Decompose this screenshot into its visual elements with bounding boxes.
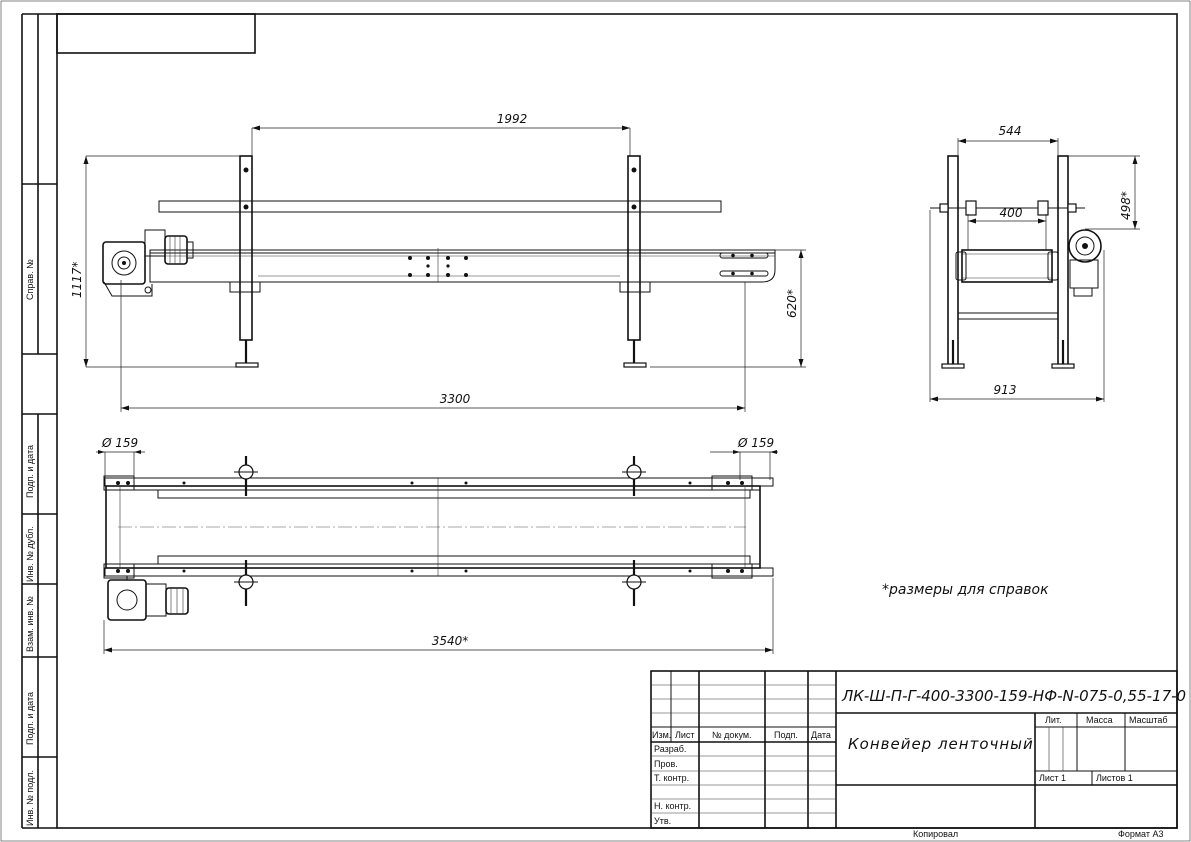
top-view: Ø 159 Ø 159 3540* [96, 436, 778, 654]
title-document-code: ЛК-Ш-П-Г-400-3300-159-НФ-N-075-0,55-17-0 [841, 687, 1186, 705]
tb-header-izm: Изм. [652, 730, 671, 740]
front-view: 1992 1117* 620* 3300 [70, 112, 806, 412]
title-block [650, 670, 1178, 829]
front-leg-left [239, 155, 253, 341]
dim-phi-left: Ø 159 [101, 436, 138, 450]
reference-note: *размеры для справок [882, 582, 1049, 598]
tb-row-utv: Утв. [654, 816, 671, 826]
dim-913: 913 [994, 383, 1017, 397]
dim-3300: 3300 [440, 392, 471, 406]
tb-massa: Масса [1086, 715, 1113, 725]
drawing-frame [56, 13, 1178, 829]
top-rail-upper [104, 477, 774, 487]
tb-header-list: Лист [675, 730, 695, 740]
tb-masshtab: Масштаб [1129, 715, 1168, 725]
top-left-box [56, 13, 256, 54]
dim-498: 498* [1119, 191, 1133, 220]
dim-400: 400 [1000, 206, 1023, 220]
top-rail-lower [104, 567, 774, 577]
side-label-inv-podl: Инв. № подл. [25, 770, 35, 826]
side-label-sprav: Справ. № [25, 259, 35, 300]
front-conveyor-frame [149, 249, 776, 283]
front-leg-right [627, 155, 641, 341]
tb-copied: Копировал [913, 829, 958, 839]
top-supports [234, 456, 646, 606]
dim-phi-right: Ø 159 [737, 436, 774, 450]
side-label-podp2: Подп. и дата [25, 692, 35, 745]
side-view: 544 400 498* 913 [929, 124, 1140, 402]
dim-1992: 1992 [497, 112, 528, 126]
dim-544: 544 [999, 124, 1022, 138]
tb-row-razrab: Разраб. [654, 744, 686, 754]
side-drum [961, 249, 1053, 283]
tb-header-data: Дата [811, 730, 831, 740]
tb-header-ndoc: № докум. [712, 730, 752, 740]
tb-lit: Лит. [1045, 715, 1062, 725]
tb-row-nkontr: Н. контр. [654, 801, 691, 811]
title-document-name: Конвейер ленточный [848, 735, 1034, 753]
dim-620: 620* [785, 289, 799, 318]
top-belt [105, 485, 761, 569]
left-side-strips [21, 13, 57, 829]
side-label-vzam: Взам. инв. № [25, 596, 35, 652]
top-gearmotor [107, 576, 189, 621]
tb-format: Формат А3 [1118, 829, 1163, 839]
side-gearmotor [1068, 229, 1102, 297]
dim-3540: 3540* [432, 634, 469, 648]
tb-row-prov: Пров. [654, 759, 678, 769]
side-leg-right [1057, 155, 1069, 367]
tb-row-tkontr: Т. контр. [654, 773, 689, 783]
tb-sheet: Лист 1 [1039, 773, 1066, 783]
tb-header-podp: Подп. [774, 730, 798, 740]
tb-sheets: Листов 1 [1096, 773, 1133, 783]
side-label-podp1: Подп. и дата [25, 445, 35, 498]
front-gearmotor [102, 229, 194, 297]
front-upper-rail [158, 200, 722, 213]
dim-1117: 1117* [70, 261, 84, 298]
side-label-inv-dubl: Инв. № дубл. [25, 526, 35, 582]
